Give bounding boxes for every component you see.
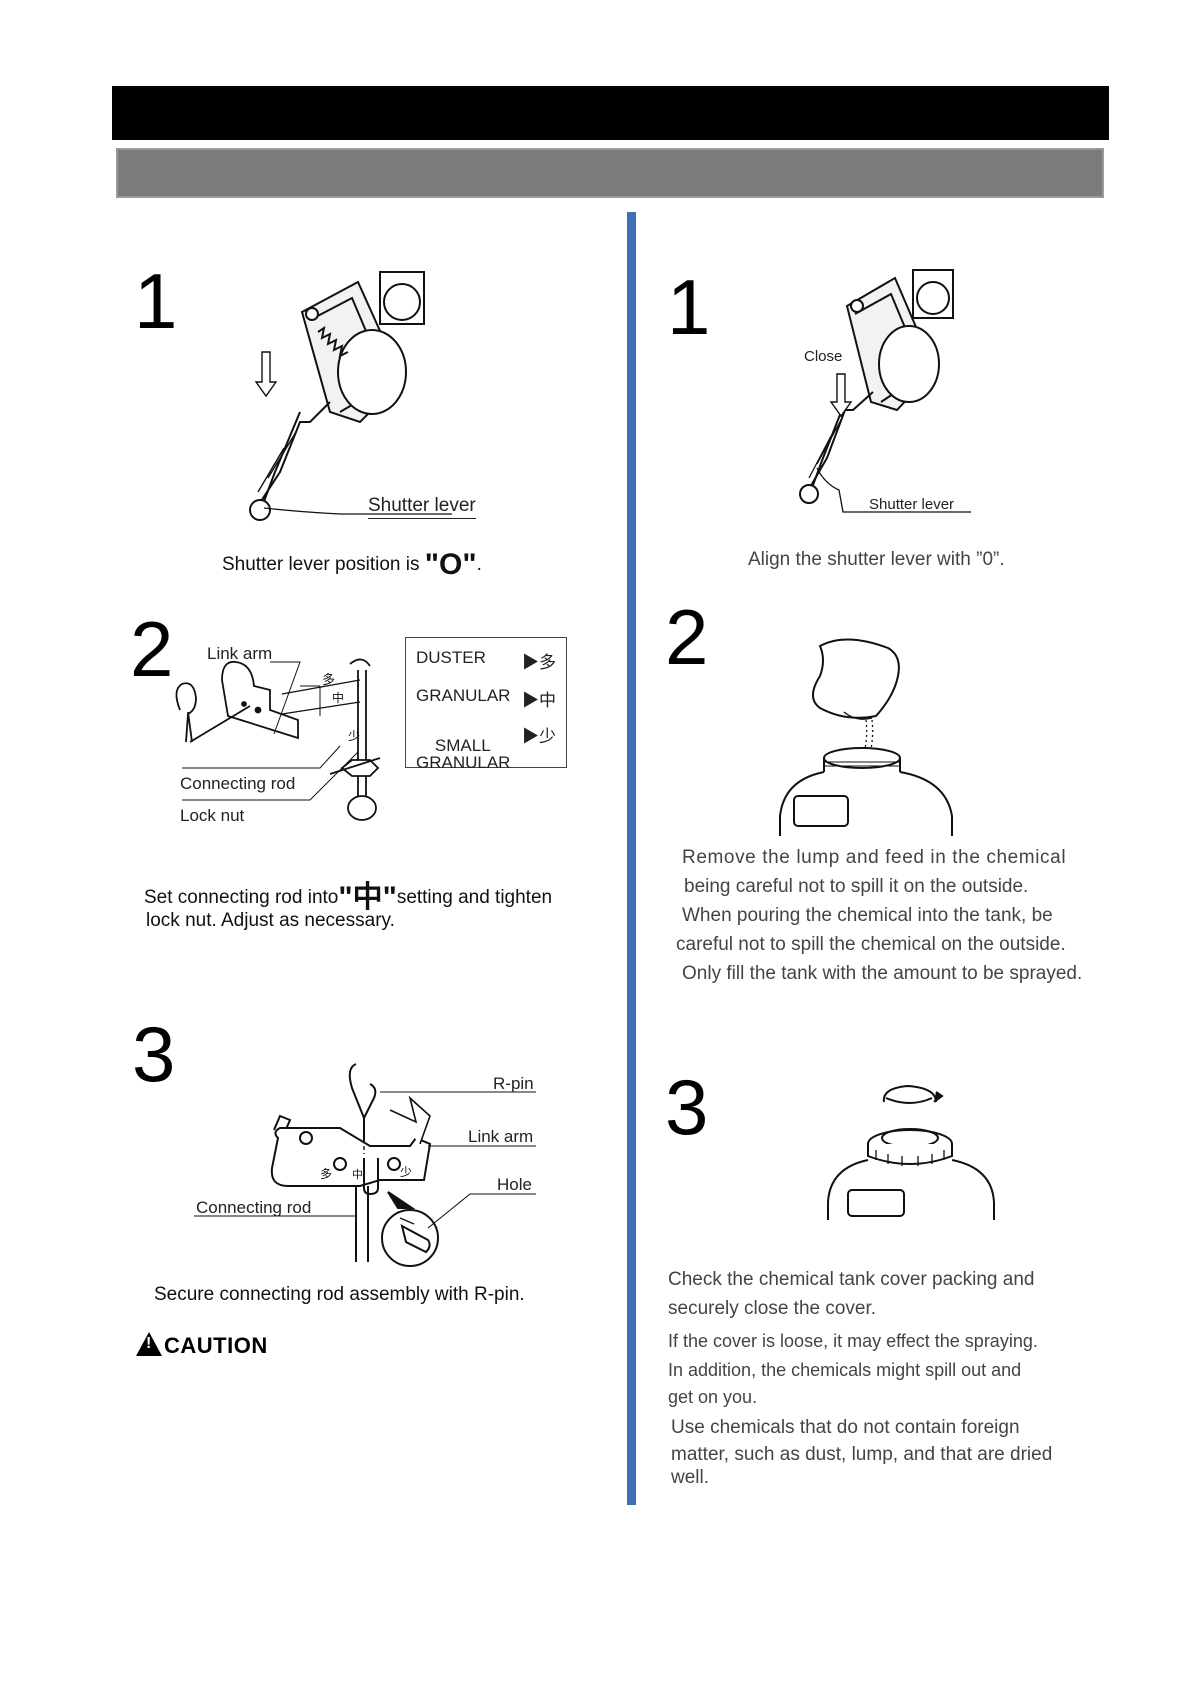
svg-text:少: 少 bbox=[400, 1165, 412, 1179]
left-step2-caption-post: setting and tighten bbox=[396, 887, 553, 908]
right-step2-line1: Remove the lump and feed in the chemical bbox=[682, 847, 1067, 868]
right-step3-line2: securely close the cover. bbox=[668, 1298, 877, 1319]
right-step3-number: 3 bbox=[665, 1063, 709, 1151]
shutter-lever-label-left: Shutter lever bbox=[368, 495, 476, 519]
left-step2-caption-line2: lock nut. Adjust as necessary. bbox=[146, 910, 395, 931]
lock-nut-label: Lock nut bbox=[180, 806, 245, 825]
connecting-rod-label-step3: Connecting rod bbox=[196, 1198, 312, 1217]
right-step3-line3: If the cover is loose, it may effect the… bbox=[668, 1331, 1038, 1351]
right-step1-caption: Align the shutter lever with ”0”. bbox=[748, 549, 1005, 570]
left-step3-caption: Secure connecting rod assembly with R-pi… bbox=[154, 1284, 525, 1305]
column-divider bbox=[627, 212, 636, 1505]
right-step2-instructions: Remove the lump and feed in the chemical… bbox=[676, 843, 1083, 988]
close-label: Close bbox=[804, 348, 843, 365]
right-step2-line2: being careful not to spill it on the out… bbox=[684, 876, 1029, 897]
legend-row-duster: DUSTER ▶多 bbox=[416, 648, 556, 672]
left-step2-caption-value: "中" bbox=[338, 881, 397, 914]
caution-text: CAUTION bbox=[164, 1333, 268, 1358]
svg-text:多: 多 bbox=[322, 672, 335, 688]
link-arm-label-step3: Link arm bbox=[468, 1127, 534, 1146]
svg-text:中: 中 bbox=[352, 1168, 363, 1181]
r-pin-label: R-pin bbox=[493, 1074, 534, 1093]
right-step3-line1: Check the chemical tank cover packing an… bbox=[668, 1269, 1035, 1290]
left-step1-caption: Shutter lever position is "O". bbox=[222, 548, 482, 582]
chemical-pouring-illustration bbox=[779, 638, 953, 836]
left-step1-caption-post: . bbox=[476, 554, 482, 575]
right-step3-line8: well. bbox=[671, 1467, 710, 1488]
tank-cover-illustration bbox=[827, 1084, 995, 1220]
shutter-lever-illustration-right bbox=[799, 269, 971, 513]
right-step2-number: 2 bbox=[665, 593, 709, 681]
connecting-rod-label-step2: Connecting rod bbox=[180, 774, 296, 793]
shutter-lever-label-right: Shutter lever bbox=[869, 496, 955, 513]
right-step2-line4: careful not to spill the chemical on the… bbox=[676, 934, 1066, 955]
left-step1-number: 1 bbox=[134, 257, 178, 345]
left-step3-number: 3 bbox=[132, 1010, 176, 1098]
header-title-bar bbox=[112, 86, 1109, 140]
header-subtitle-bar bbox=[116, 148, 1104, 198]
right-step3-line5: get on you. bbox=[668, 1387, 758, 1407]
svg-text:多: 多 bbox=[320, 1167, 332, 1181]
legend-granular-name: GRANULAR bbox=[416, 686, 511, 705]
legend-row-granular: GRANULAR ▶中 bbox=[416, 686, 556, 710]
left-step1-caption-value: "O" bbox=[424, 548, 477, 581]
right-step2-line5: Only fill the tank with the amount to be… bbox=[682, 963, 1083, 984]
legend-duster-name: DUSTER bbox=[416, 648, 486, 667]
right-step3-line6: Use chemicals that do not contain foreig… bbox=[671, 1417, 1020, 1438]
right-step3-instructions: Check the chemical tank cover packing an… bbox=[668, 1265, 1052, 1488]
right-step2-line3: When pouring the chemical into the tank,… bbox=[682, 905, 1053, 926]
right-step1-number: 1 bbox=[667, 263, 711, 351]
setting-legend-box: DUSTER ▶多 GRANULAR ▶中 SMALL GRANULAR ▶少 bbox=[405, 637, 567, 771]
connecting-rod-illustration: 多 中 少 bbox=[175, 658, 381, 821]
svg-text:少: 少 bbox=[348, 729, 360, 743]
hole-label: Hole bbox=[497, 1175, 532, 1194]
left-step2-caption-line1: Set connecting rod into"中"setting and ti… bbox=[144, 872, 552, 916]
r-pin-illustration: 多 中 少 bbox=[194, 1063, 536, 1267]
left-step1-caption-pre: Shutter lever position is bbox=[222, 554, 425, 575]
legend-row-small-granular: SMALL GRANULAR ▶少 bbox=[416, 720, 556, 805]
left-step2-caption-pre: Set connecting rod into bbox=[144, 887, 339, 908]
legend-small-granular-name: SMALL GRANULAR bbox=[416, 736, 511, 772]
warning-icon bbox=[136, 1332, 162, 1356]
legend-duster-value: ▶多 bbox=[522, 653, 556, 672]
right-step3-line7: matter, such as dust, lump, and that are… bbox=[671, 1444, 1053, 1465]
caution-heading: CAUTION bbox=[136, 1332, 268, 1359]
legend-small-granular-value: ▶少 bbox=[522, 727, 556, 746]
svg-text:中: 中 bbox=[332, 690, 344, 705]
left-step2-number: 2 bbox=[130, 605, 174, 693]
legend-granular-value: ▶中 bbox=[522, 691, 556, 710]
right-step3-line4: In addition, the chemicals might spill o… bbox=[668, 1360, 1022, 1380]
shutter-lever-illustration-left bbox=[249, 271, 452, 521]
link-arm-label-step2: Link arm bbox=[207, 644, 273, 663]
